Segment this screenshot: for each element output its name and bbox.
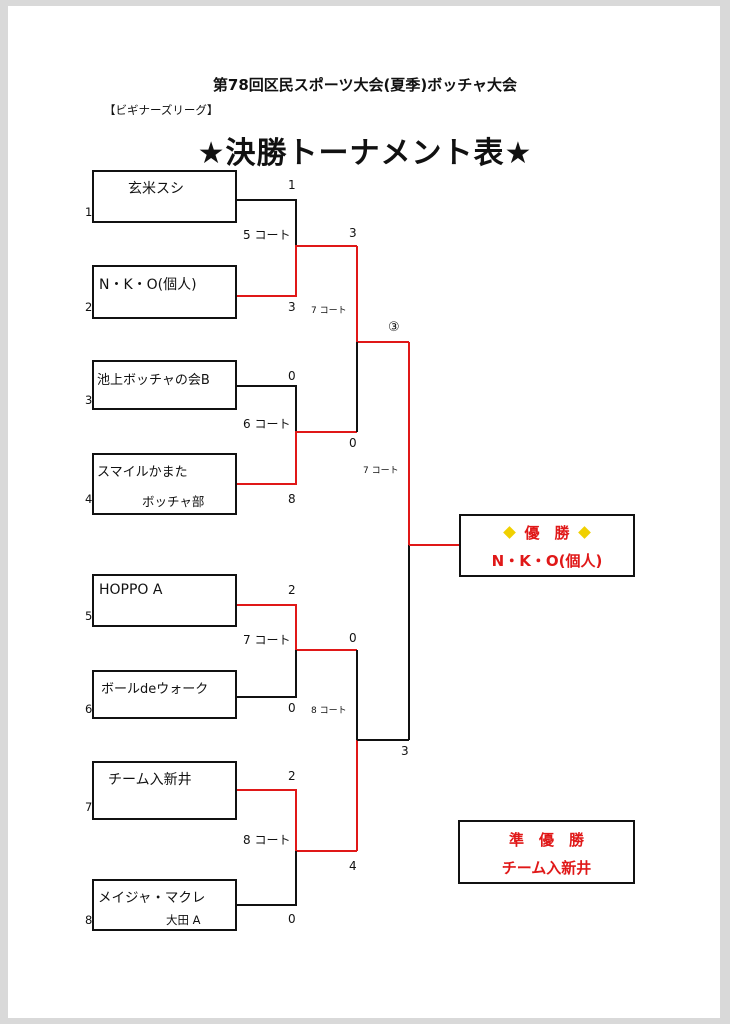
seed-3: 3 bbox=[85, 393, 93, 407]
team-box-3: 池上ボッチャの会B bbox=[92, 360, 237, 410]
score-team1: 1 bbox=[288, 178, 296, 192]
winner-label-row: 優 勝 bbox=[461, 522, 633, 543]
seed-6: 6 bbox=[85, 702, 93, 716]
court-match2: 6 コート bbox=[243, 417, 291, 431]
league-label: 【ビギナーズリーグ】 bbox=[104, 103, 219, 117]
diamond-icon bbox=[577, 526, 591, 539]
team-sub-8: 大田 A bbox=[166, 913, 201, 927]
line-team2-win bbox=[237, 245, 357, 297]
runner-up-team: チーム入新井 bbox=[501, 859, 592, 877]
score-semi2-bottom: 4 bbox=[349, 859, 357, 873]
team-name-2: N・K・O(個人) bbox=[99, 277, 197, 293]
line-semi1-win bbox=[356, 246, 409, 343]
team-box-2: N・K・O(個人) bbox=[92, 265, 237, 319]
team-name-5: HOPPO A bbox=[99, 582, 163, 598]
court-match3: 7 コート bbox=[243, 633, 291, 647]
score-team7: 2 bbox=[288, 769, 296, 783]
team-box-1: 玄米スシ bbox=[92, 170, 237, 223]
seed-5: 5 bbox=[85, 609, 93, 623]
team-box-6: ボールdeウォーク bbox=[92, 670, 237, 719]
seed-2: 2 bbox=[85, 300, 93, 314]
runner-up-box: 準 優 勝 チーム入新井 bbox=[458, 820, 635, 884]
score-team3: 0 bbox=[288, 369, 296, 383]
page-title: ★決勝トーナメント表★ bbox=[197, 136, 533, 171]
line-team4-win bbox=[237, 431, 357, 485]
score-team8: 0 bbox=[288, 912, 296, 926]
seed-7: 7 bbox=[85, 800, 93, 814]
team-name-6: ボールdeウォーク bbox=[101, 682, 209, 697]
team-name-4: スマイルかまた bbox=[97, 465, 188, 480]
runner-up-label: 準 優 勝 bbox=[508, 831, 584, 849]
score-team6: 0 bbox=[288, 701, 296, 715]
score-final-bottom: 3 bbox=[401, 744, 409, 758]
seed-4: 4 bbox=[85, 492, 93, 506]
line-team6 bbox=[237, 650, 297, 698]
score-team4: 8 bbox=[288, 492, 296, 506]
score-semi1-bottom: 0 bbox=[349, 436, 357, 450]
court-semi2: 8 コート bbox=[311, 706, 347, 716]
court-semi1: 7 コート bbox=[311, 306, 347, 316]
court-match4: 8 コート bbox=[243, 833, 291, 847]
winner-team: N・K・O(個人) bbox=[491, 552, 603, 570]
event-title: 第78回区民スポーツ大会(夏季)ボッチャ大会 bbox=[212, 76, 518, 94]
winner-label: 優 勝 bbox=[524, 524, 570, 542]
line-team1 bbox=[237, 199, 297, 248]
team-name-1: 玄米スシ bbox=[128, 181, 184, 197]
score-final-top: ③ bbox=[388, 320, 400, 335]
diamond-icon bbox=[503, 526, 517, 539]
line-team3 bbox=[237, 385, 297, 432]
score-semi2-top: 0 bbox=[349, 631, 357, 645]
winner-box: 優 勝 N・K・O(個人) bbox=[459, 514, 635, 577]
score-team5: 2 bbox=[288, 583, 296, 597]
team-box-8: メイジャ・マクレ 大田 A bbox=[92, 879, 237, 931]
score-semi1-top: 3 bbox=[349, 226, 357, 240]
court-match1: 5 コート bbox=[243, 228, 291, 242]
team-name-8: メイジャ・マクレ bbox=[98, 890, 206, 906]
team-name-7: チーム入新井 bbox=[108, 772, 192, 788]
team-name-3: 池上ボッチャの会B bbox=[97, 373, 210, 388]
line-team7-win bbox=[237, 789, 357, 852]
line-team5-win bbox=[237, 604, 357, 651]
court-final: 7 コート bbox=[363, 466, 399, 476]
team-sub-4: ボッチャ部 bbox=[142, 494, 205, 509]
team-box-4: スマイルかまた ボッチャ部 bbox=[92, 453, 237, 515]
team-box-7: チーム入新井 bbox=[92, 761, 237, 820]
line-team8 bbox=[237, 851, 297, 906]
score-team2: 3 bbox=[288, 300, 296, 314]
seed-1: 1 bbox=[85, 205, 93, 219]
seed-8: 8 bbox=[85, 913, 93, 927]
team-box-5: HOPPO A bbox=[92, 574, 237, 627]
